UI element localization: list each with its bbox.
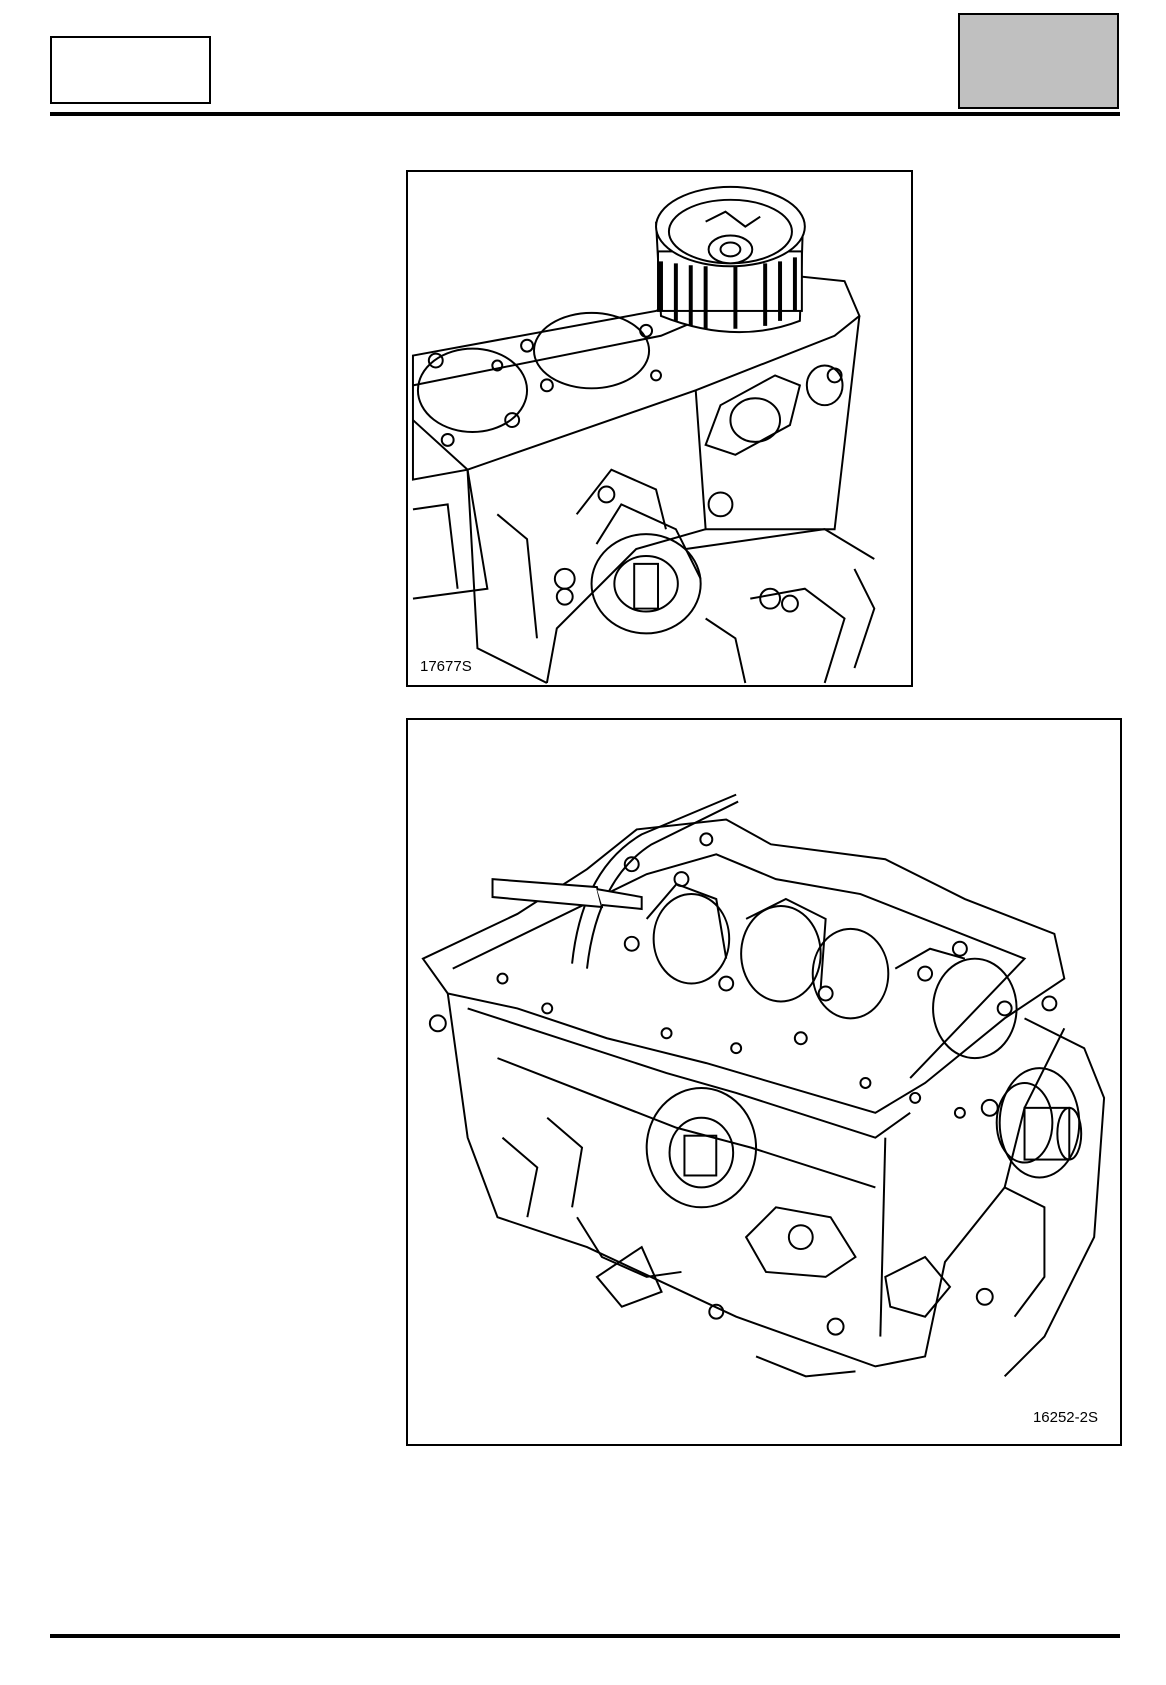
header-rule	[50, 112, 1120, 116]
engine-top-illustration	[411, 185, 876, 684]
engine-block-illustration	[421, 793, 1106, 1378]
figure-code-label: 17677S	[420, 658, 472, 675]
footer-rule	[50, 1634, 1120, 1638]
header-section-box	[50, 36, 211, 104]
figure-code-label: 16252-2S	[1032, 1409, 1098, 1426]
figure-engine-top-with-tool: 17677S	[406, 170, 913, 687]
header-tab-box	[958, 13, 1119, 109]
figure-engine-block: 16252-2S	[406, 718, 1122, 1446]
